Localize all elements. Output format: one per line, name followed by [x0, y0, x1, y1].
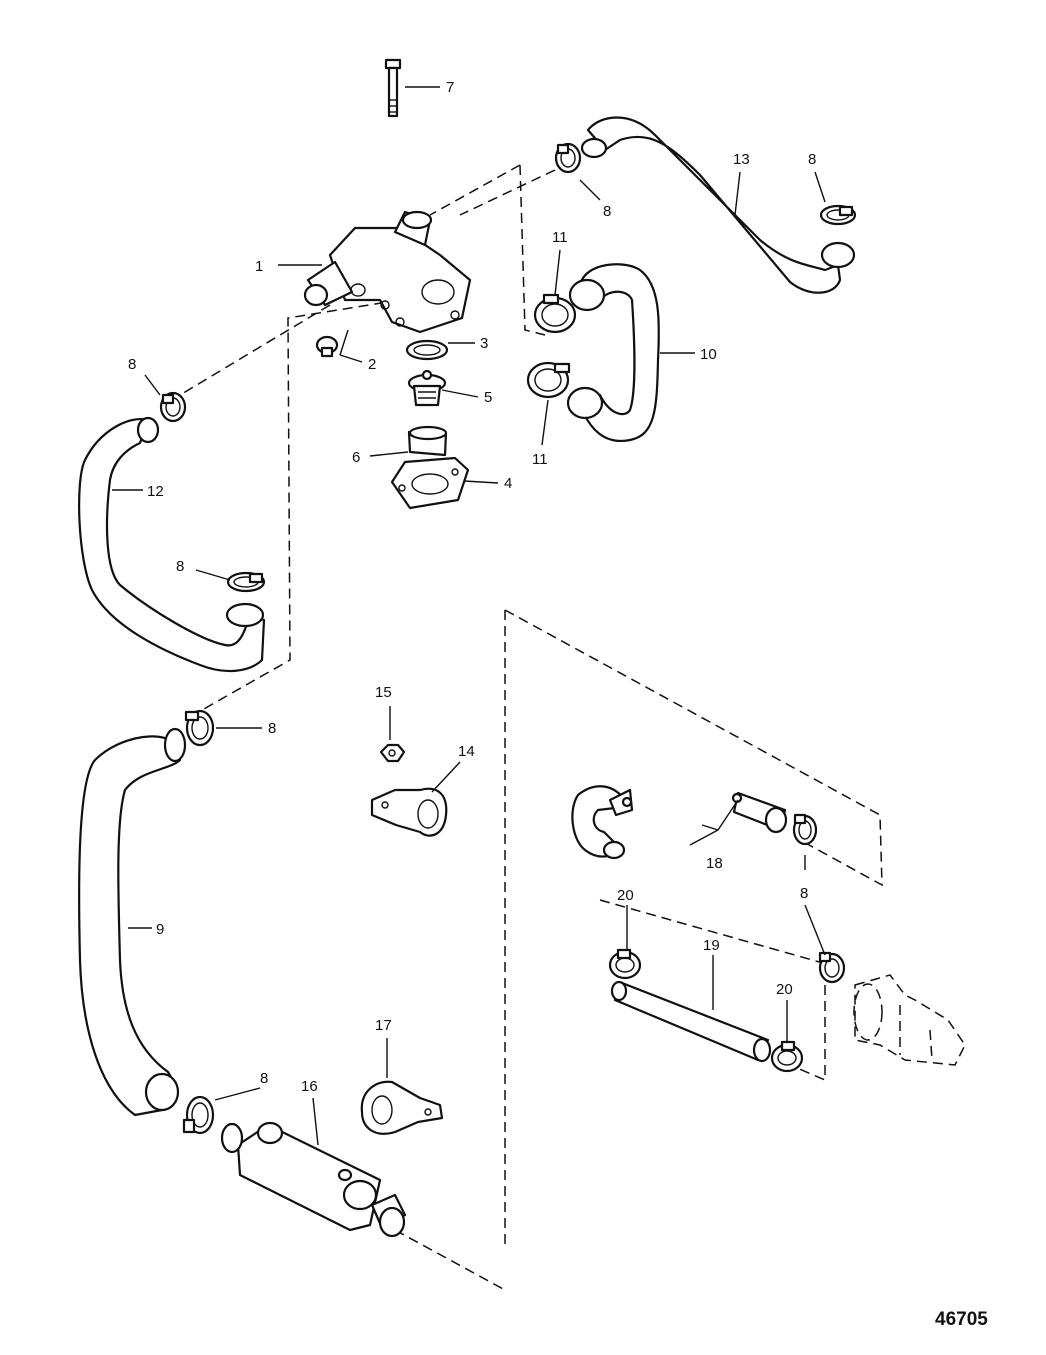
callout-20-left: 20 — [617, 887, 634, 904]
callout-4: 4 — [504, 475, 512, 492]
plug-part-2 — [315, 335, 339, 358]
pump-phantom — [853, 974, 966, 1066]
hose-part-10 — [566, 263, 660, 443]
hose-part-13 — [580, 116, 856, 294]
callout-2: 2 — [368, 356, 376, 373]
callout-5: 5 — [484, 389, 492, 406]
callout-7: 7 — [446, 79, 454, 96]
hose-part-9 — [78, 727, 187, 1117]
clamp-part-11-upper — [533, 293, 577, 334]
clamp-part-20-right — [770, 1040, 804, 1073]
hose-clamp-part-8-right — [819, 204, 857, 226]
callout-10: 10 — [700, 346, 717, 363]
clip-part-14 — [370, 787, 448, 837]
callout-12: 12 — [147, 483, 164, 500]
sleeve-part-6 — [407, 425, 448, 457]
clip-part-17 — [360, 1080, 444, 1135]
callout-18: 18 — [706, 855, 723, 872]
callout-8-lower-left: 8 — [268, 720, 276, 737]
assembly-guide-lines — [179, 164, 883, 1291]
callout-8-top: 8 — [603, 203, 611, 220]
nut-part-15 — [379, 743, 406, 763]
callout-11-upper: 11 — [552, 229, 568, 246]
clamp-part-20-left — [608, 948, 642, 980]
callout-20-right: 20 — [776, 981, 793, 998]
thermostat-part-5 — [407, 369, 447, 407]
hose-part-12 — [78, 416, 266, 673]
thermostat-housing-part-1 — [303, 210, 472, 334]
callout-8-bottom: 8 — [260, 1070, 268, 1087]
callout-8-mid: 8 — [176, 558, 184, 575]
callout-15: 15 — [375, 684, 392, 701]
callout-9: 9 — [156, 921, 164, 938]
callout-14: 14 — [458, 743, 475, 760]
callout-1: 1 — [255, 258, 263, 275]
hose-clamp-part-8-top — [554, 142, 582, 174]
o-ring-part-3 — [405, 339, 449, 361]
callout-leaders — [112, 86, 826, 1146]
hose-part-18 — [571, 785, 788, 860]
callout-13: 13 — [733, 151, 750, 168]
hose-clamp-part-8-right-lower — [792, 813, 818, 846]
callout-8-left: 8 — [128, 356, 136, 373]
callout-17: 17 — [375, 1017, 392, 1034]
figure-number: 46705 — [935, 1309, 988, 1330]
callout-3: 3 — [480, 335, 488, 352]
callout-16: 16 — [301, 1078, 318, 1095]
hose-clamp-part-8-bottom — [182, 1095, 215, 1135]
hose-clamp-part-8-pump — [818, 951, 846, 984]
gasket-part-4 — [390, 456, 470, 510]
callout-8-right: 8 — [808, 151, 816, 168]
hose-clamp-part-8-lower-left — [184, 709, 215, 747]
callout-11-lower: 11 — [532, 451, 548, 468]
hose-part-19 — [610, 980, 772, 1063]
callout-8-right-lower: 8 — [800, 885, 808, 902]
hose-clamp-part-8-left — [159, 391, 187, 423]
cooler-part-16 — [220, 1121, 407, 1238]
callout-labels: 1 2 3 4 5 6 7 8 8 8 8 8 8 8 9 10 11 11 1… — [128, 79, 816, 1095]
callout-19: 19 — [703, 937, 720, 954]
callout-6: 6 — [352, 449, 360, 466]
hose-clamp-part-8-mid — [226, 571, 266, 593]
clamp-part-11-lower — [526, 361, 571, 399]
bolt-part-7 — [384, 58, 402, 118]
